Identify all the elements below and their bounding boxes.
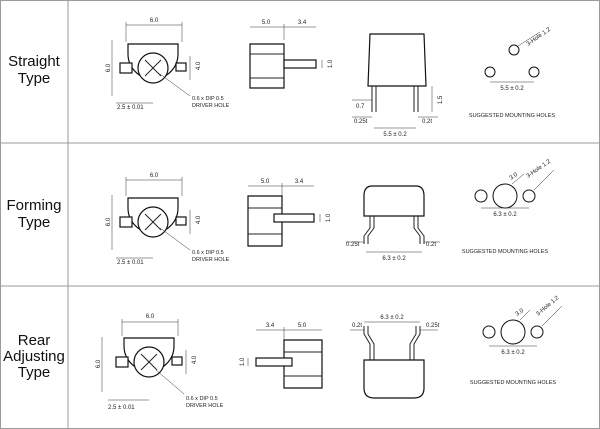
svg-text:6.0: 6.0 [146,314,155,320]
svg-text:Type: Type [18,214,51,231]
svg-text:Rear: Rear [18,332,51,349]
row-label-straight: Straight Type [8,53,61,87]
svg-text:Type: Type [18,70,51,87]
svg-text:0.7: 0.7 [356,104,365,110]
rear-mounting-holes: 3.0 3-Hole 1.2 6.3 ± 0.2 SUGGESTED MOUNT… [470,295,563,386]
svg-text:0.25t: 0.25t [346,242,360,248]
svg-text:1.0: 1.0 [326,213,332,222]
svg-text:6.3 ± 0.2: 6.3 ± 0.2 [501,350,525,356]
svg-text:6.0: 6.0 [96,359,102,368]
svg-text:6.0: 6.0 [150,173,159,179]
svg-text:SUGGESTED MOUNTING HOLES: SUGGESTED MOUNTING HOLES [469,113,556,119]
svg-text:3.0: 3.0 [515,308,526,318]
forming-mounting-holes: 3.0 3-Hole 1.2 6.3 ± 0.2 SUGGESTED MOUNT… [462,158,555,255]
svg-text:0.6 x DIP 0.5: 0.6 x DIP 0.5 [192,96,224,102]
svg-text:Type: Type [18,364,51,381]
svg-text:3.0: 3.0 [509,172,520,182]
svg-text:DRIVER HOLE: DRIVER HOLE [192,103,230,109]
straight-side-view: 5.0 3.4 1.0 [249,20,334,89]
svg-text:DRIVER HOLE: DRIVER HOLE [192,257,230,263]
svg-text:SUGGESTED MOUNTING HOLES: SUGGESTED MOUNTING HOLES [470,380,557,386]
svg-text:Forming: Forming [6,197,61,214]
svg-text:3-Hole 1.2: 3-Hole 1.2 [535,295,561,318]
svg-text:Straight: Straight [8,53,61,70]
svg-text:3.4: 3.4 [266,323,275,329]
svg-text:1.5: 1.5 [438,95,444,104]
forming-top-view: 6.0 6.0 4.0 2.5 ± 0.01 0.6 x DIP 0.5 DRI… [106,173,230,266]
svg-text:2.5 ± 0.01: 2.5 ± 0.01 [108,405,135,411]
svg-text:0.2t: 0.2t [352,323,362,329]
svg-text:0.2t: 0.2t [426,242,436,248]
svg-text:0.25t: 0.25t [426,323,440,329]
svg-text:2.5 ± 0.01: 2.5 ± 0.01 [117,105,144,111]
svg-text:0.2t: 0.2t [422,119,432,125]
svg-text:4.0: 4.0 [196,215,202,224]
straight-mounting-holes: 3-Hole 1.2 5.5 ± 0.2 SUGGESTED MOUNTING … [469,26,556,119]
svg-text:4.0: 4.0 [192,355,198,364]
svg-text:3-Hole 1.2: 3-Hole 1.2 [526,158,553,179]
svg-text:0.6 x DIP 0.5: 0.6 x DIP 0.5 [186,396,218,402]
straight-front-view: 0.7 0.25t 0.2t 5.5 ± 0.2 1.5 [352,33,444,138]
svg-text:1.0: 1.0 [240,357,246,366]
svg-text:0.6 x DIP 0.5: 0.6 x DIP 0.5 [192,250,224,256]
svg-text:2.5 ± 0.01: 2.5 ± 0.01 [117,260,144,266]
forming-front-view: 0.25t 0.2t 6.3 ± 0.2 [346,185,440,262]
row-label-rear-adjusting: Rear Adjusting Type [3,332,65,381]
svg-text:6.0: 6.0 [106,63,112,72]
svg-text:3.4: 3.4 [295,179,304,185]
svg-text:1.0: 1.0 [328,59,334,68]
svg-text:5.0: 5.0 [262,20,271,26]
svg-text:DRIVER HOLE: DRIVER HOLE [186,403,224,409]
svg-text:6.3 ± 0.2: 6.3 ± 0.2 [380,315,404,321]
svg-text:3.4: 3.4 [298,20,307,26]
svg-text:SUGGESTED MOUNTING HOLES: SUGGESTED MOUNTING HOLES [462,249,549,255]
rear-front-view: 6.3 ± 0.2 0.2t 0.25t [350,315,440,399]
svg-text:6.0: 6.0 [150,18,159,24]
svg-text:5.0: 5.0 [261,179,270,185]
rear-side-view: 3.4 5.0 1.0 [240,323,323,389]
forming-side-view: 5.0 3.4 1.0 [247,179,332,247]
row-label-forming: Forming Type [6,197,61,231]
svg-text:3-Hole 1.2: 3-Hole 1.2 [526,26,553,47]
rear-top-view: 6.0 6.0 4.0 2.5 ± 0.01 0.6 x DIP 0.5 DRI… [96,314,224,411]
svg-text:5.5 ± 0.2: 5.5 ± 0.2 [383,132,407,138]
straight-top-view: 6.0 6.0 4.0 2.5 ± 0.01 0.6 x DIP 0.5 DRI… [106,18,230,111]
svg-text:0.25t: 0.25t [354,119,368,125]
svg-text:6.3 ± 0.2: 6.3 ± 0.2 [493,212,517,218]
svg-text:Adjusting: Adjusting [3,348,65,365]
svg-text:4.0: 4.0 [196,61,202,70]
svg-text:6.0: 6.0 [106,217,112,226]
svg-text:5.0: 5.0 [298,323,307,329]
svg-text:6.3 ± 0.2: 6.3 ± 0.2 [382,256,406,262]
svg-text:5.5 ± 0.2: 5.5 ± 0.2 [500,86,524,92]
